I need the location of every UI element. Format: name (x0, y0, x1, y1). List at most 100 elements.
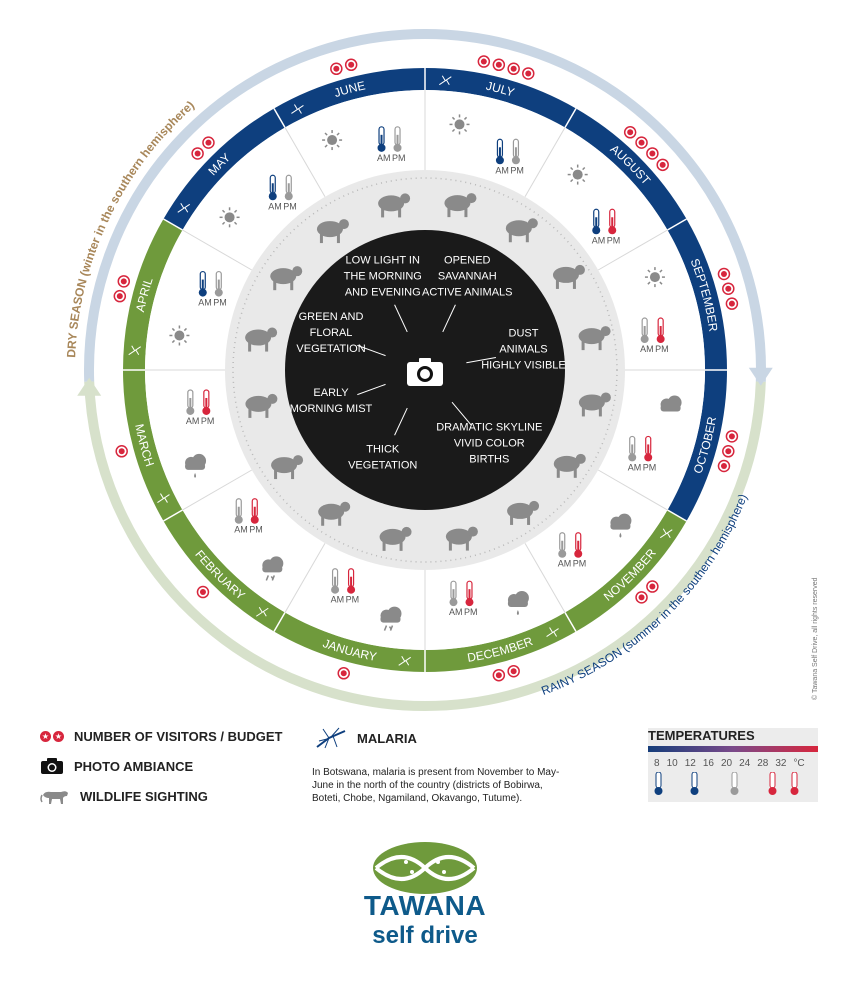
lion-icon (553, 453, 586, 478)
logo-subtitle: self drive (372, 922, 478, 949)
mosquito-icon (291, 104, 304, 114)
pm-label: PM (643, 462, 657, 472)
camera-icon (41, 758, 63, 774)
temperature-gradient-bar (648, 746, 818, 752)
temp-tick: 10 (666, 758, 678, 769)
am-label: AM (268, 201, 282, 211)
temp-tick: °C (793, 758, 805, 769)
legend-wildlife: WILDLIFE SIGHTING (40, 787, 208, 805)
zebra-icon (444, 193, 477, 218)
am-label: AM (495, 165, 509, 175)
tawana-logo: TAWANA self drive (362, 838, 488, 958)
impala-icon (316, 219, 349, 244)
month-band-february (163, 510, 285, 632)
bird-icon (318, 501, 351, 526)
visitor-stars-december (492, 664, 520, 682)
legend-malaria-label: MALARIA (357, 730, 417, 746)
visitor-stars-march (115, 445, 128, 458)
flamingo-icon (245, 393, 278, 418)
mosquito-icon (177, 203, 191, 213)
rainy-season-arrow (84, 381, 766, 711)
month-band-may (163, 108, 285, 230)
visitor-stars-august (623, 126, 669, 172)
am-label: AM (198, 298, 212, 308)
storm-icon (380, 606, 402, 631)
mosquito-icon (659, 528, 673, 539)
month-band-july (425, 68, 576, 128)
mosquito-icon (316, 727, 346, 749)
copyright-text: © Tawana Self Drive, all rights reserved (812, 577, 819, 700)
elephant-icon (505, 218, 538, 243)
temp-tick: 32 (775, 758, 787, 769)
temp-tick: 24 (739, 758, 751, 769)
am-label: AM (331, 595, 345, 605)
am-label: AM (628, 462, 642, 472)
lion-icon (379, 526, 412, 551)
mosquito-icon (398, 656, 411, 666)
pm-label: PM (573, 559, 587, 569)
month-band-january (274, 612, 425, 672)
mosquito-icon (439, 75, 452, 86)
sun-icon (169, 325, 190, 346)
dry-season-arrow (84, 29, 766, 382)
camera-icon (407, 358, 443, 386)
temp-tick: 20 (720, 758, 733, 769)
lion-icon (578, 326, 611, 351)
hyena-icon (578, 392, 611, 417)
am-label: AM (186, 416, 200, 426)
season-wheel: DRY SEASON (winter in the southern hemis… (64, 29, 773, 711)
mosquito-icon (128, 345, 141, 356)
thermometer-icon (768, 772, 777, 795)
mosquito-icon (255, 606, 269, 617)
legend-visitors: ★★ NUMBER OF VISITORS / BUDGET (40, 729, 283, 744)
visitor-stars-july (477, 55, 535, 80)
month-band-november (565, 510, 687, 632)
sun-icon (322, 130, 343, 151)
wildebeest-icon (270, 266, 303, 291)
storm-icon (262, 556, 284, 581)
sun-icon (567, 164, 588, 185)
rain-icon (610, 513, 632, 538)
visitor-stars-april (113, 275, 131, 303)
sun-icon (644, 267, 665, 288)
antelope-icon (271, 455, 304, 480)
oryx-icon (245, 327, 278, 352)
temp-tick: 12 (684, 758, 696, 769)
legend-malaria: MALARIA (315, 727, 417, 749)
pm-label: PM (283, 201, 297, 211)
mosquito-icon (157, 493, 170, 503)
temperature-thermometers (654, 772, 799, 795)
heron-icon (552, 264, 585, 289)
month-band-march (123, 370, 183, 521)
logo-name: TAWANA (363, 890, 487, 921)
pm-label: PM (607, 235, 621, 245)
temp-tick: 28 (757, 758, 769, 769)
pm-label: PM (392, 153, 406, 163)
visitor-stars-february (196, 585, 210, 599)
rain-icon (185, 453, 207, 478)
visitor-stars-october (717, 430, 739, 473)
month-band-september (667, 219, 727, 370)
visitor-stars-september (717, 267, 739, 310)
month-band-december (425, 612, 576, 672)
visitor-stars-icon: ★★ (40, 731, 64, 742)
am-label: AM (640, 344, 654, 354)
pm-label: PM (201, 416, 215, 426)
legend-wildlife-label: WILDLIFE SIGHTING (80, 788, 208, 804)
legend-visitors-label: NUMBER OF VISITORS / BUDGET (74, 729, 283, 744)
